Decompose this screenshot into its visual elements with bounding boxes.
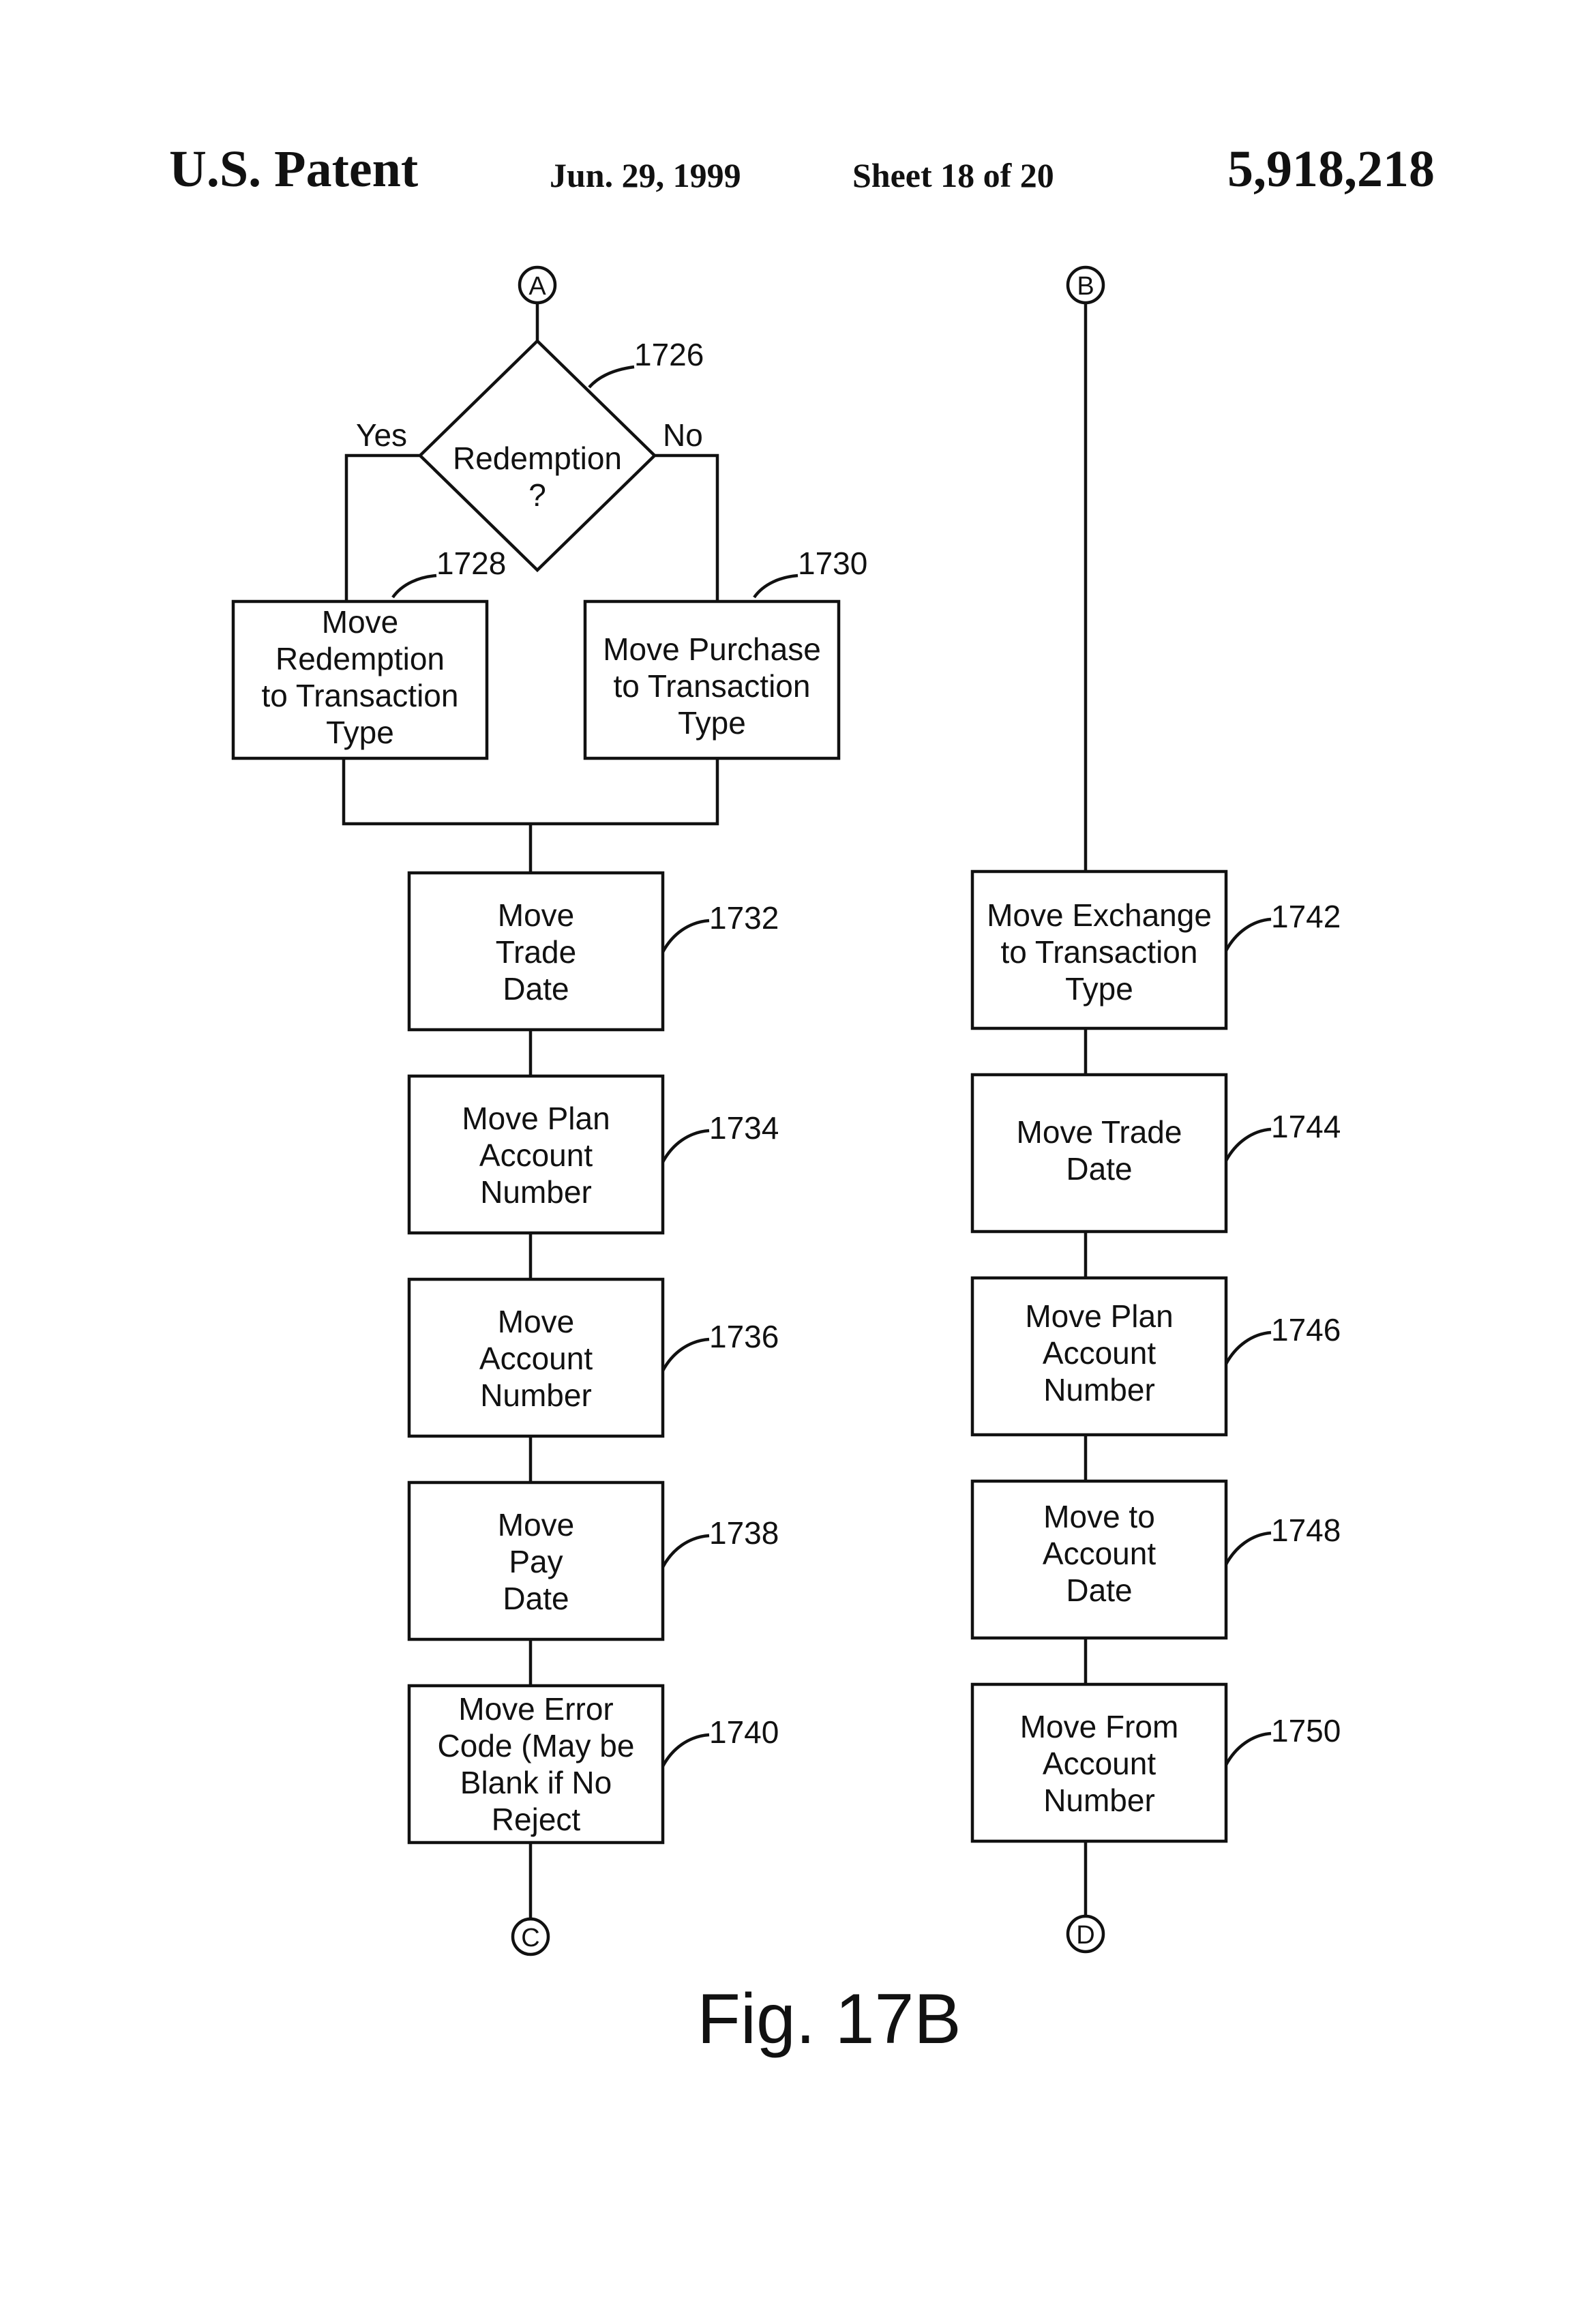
- merge-line: [344, 758, 717, 824]
- svg-text:to Transaction: to Transaction: [1001, 934, 1198, 970]
- svg-text:to Transaction: to Transaction: [262, 678, 459, 713]
- ref-1744: 1744: [1271, 1109, 1341, 1144]
- svg-text:Redemption: Redemption: [275, 641, 445, 676]
- box-1730: Move Purchase to Transaction Type: [585, 601, 839, 758]
- svg-text:Move to: Move to: [1043, 1499, 1155, 1534]
- yes-branch: [346, 456, 420, 601]
- svg-text:D: D: [1076, 1921, 1094, 1950]
- box-1742: Move Exchange to Transaction Type: [972, 872, 1226, 1028]
- svg-text:Date: Date: [1066, 1151, 1132, 1187]
- ref-1728: 1728: [436, 546, 506, 581]
- svg-text:Blank if No: Blank if No: [460, 1765, 612, 1800]
- leader-1742: [1226, 919, 1271, 951]
- decision-line-1: Redemption: [453, 441, 622, 476]
- leader-1734: [663, 1131, 709, 1162]
- svg-text:Number: Number: [480, 1377, 592, 1413]
- svg-text:Move: Move: [498, 1507, 574, 1543]
- svg-text:Trade: Trade: [496, 934, 576, 970]
- box-1732: Move Trade Date: [409, 873, 663, 1030]
- leader-1732: [663, 921, 709, 952]
- box-1738: Move Pay Date: [409, 1483, 663, 1639]
- svg-text:Move From: Move From: [1020, 1709, 1179, 1744]
- ref-1732: 1732: [709, 900, 779, 936]
- box-1740: Move Error Code (May be Blank if No Reje…: [409, 1686, 663, 1843]
- svg-text:Move Exchange: Move Exchange: [987, 897, 1212, 933]
- yes-label: Yes: [356, 417, 407, 453]
- leader-1736: [663, 1339, 709, 1371]
- svg-text:Move Error: Move Error: [458, 1691, 613, 1727]
- leader-1746: [1226, 1332, 1271, 1364]
- svg-text:Date: Date: [503, 1581, 569, 1616]
- svg-text:Move Plan: Move Plan: [1025, 1298, 1173, 1334]
- svg-text:Move Purchase: Move Purchase: [603, 631, 821, 667]
- no-branch: [655, 456, 717, 601]
- svg-text:C: C: [521, 1924, 539, 1952]
- svg-text:Account: Account: [1043, 1746, 1156, 1781]
- svg-text:Move: Move: [498, 897, 574, 933]
- ref-1740: 1740: [709, 1714, 779, 1750]
- box-1728: Move Redemption to Transaction Type: [233, 601, 487, 758]
- ref-1730: 1730: [798, 546, 867, 581]
- figure-label: Fig. 17B: [697, 1980, 961, 2059]
- svg-text:Number: Number: [1043, 1783, 1155, 1818]
- decision-1726: Redemption ?: [420, 341, 655, 570]
- leader-1748: [1226, 1533, 1271, 1564]
- svg-text:Move: Move: [322, 604, 398, 640]
- leader-1728: [393, 576, 436, 597]
- svg-text:Move Trade: Move Trade: [1017, 1114, 1182, 1150]
- ref-1742: 1742: [1271, 899, 1341, 934]
- leader-1750: [1226, 1733, 1271, 1765]
- svg-text:Number: Number: [1043, 1372, 1155, 1407]
- no-label: No: [663, 417, 703, 453]
- box-1748: Move to Account Date: [972, 1481, 1226, 1638]
- box-1744: Move Trade Date: [972, 1075, 1226, 1232]
- leader-1726: [589, 367, 634, 387]
- svg-text:Type: Type: [326, 715, 394, 750]
- svg-text:Move: Move: [498, 1304, 574, 1339]
- svg-text:A: A: [528, 272, 546, 301]
- svg-text:Account: Account: [1043, 1536, 1156, 1571]
- leader-1738: [663, 1536, 709, 1567]
- svg-text:to Transaction: to Transaction: [614, 668, 811, 704]
- leader-1744: [1226, 1129, 1271, 1161]
- svg-text:Move Plan: Move Plan: [462, 1101, 610, 1136]
- connector-b: B: [1068, 267, 1103, 303]
- svg-text:Pay: Pay: [509, 1544, 563, 1579]
- ref-1734: 1734: [709, 1110, 779, 1146]
- ref-1748: 1748: [1271, 1513, 1341, 1548]
- box-1734: Move Plan Account Number: [409, 1076, 663, 1233]
- connector-d: D: [1068, 1916, 1103, 1952]
- ref-1750: 1750: [1271, 1713, 1341, 1748]
- svg-text:Code (May be: Code (May be: [438, 1728, 635, 1763]
- decision-line-2: ?: [528, 477, 546, 513]
- svg-text:Reject: Reject: [492, 1802, 581, 1837]
- svg-text:Type: Type: [678, 705, 746, 741]
- svg-text:Type: Type: [1065, 971, 1133, 1007]
- svg-text:Account: Account: [479, 1137, 593, 1173]
- leader-1730: [754, 576, 798, 597]
- ref-1746: 1746: [1271, 1312, 1341, 1347]
- connector-c: C: [513, 1919, 548, 1954]
- box-1736: Move Account Number: [409, 1279, 663, 1436]
- leader-1740: [663, 1735, 709, 1766]
- svg-text:Date: Date: [503, 971, 569, 1007]
- connector-a: A: [520, 267, 555, 303]
- svg-text:B: B: [1077, 272, 1094, 301]
- svg-text:Number: Number: [480, 1174, 592, 1210]
- box-1750: Move From Account Number: [972, 1684, 1226, 1841]
- svg-text:Account: Account: [1043, 1335, 1156, 1371]
- svg-text:Account: Account: [479, 1341, 593, 1376]
- ref-1736: 1736: [709, 1319, 779, 1354]
- svg-text:Date: Date: [1066, 1573, 1132, 1608]
- ref-1738: 1738: [709, 1515, 779, 1551]
- box-1746: Move Plan Account Number: [972, 1278, 1226, 1435]
- ref-1726: 1726: [634, 337, 704, 372]
